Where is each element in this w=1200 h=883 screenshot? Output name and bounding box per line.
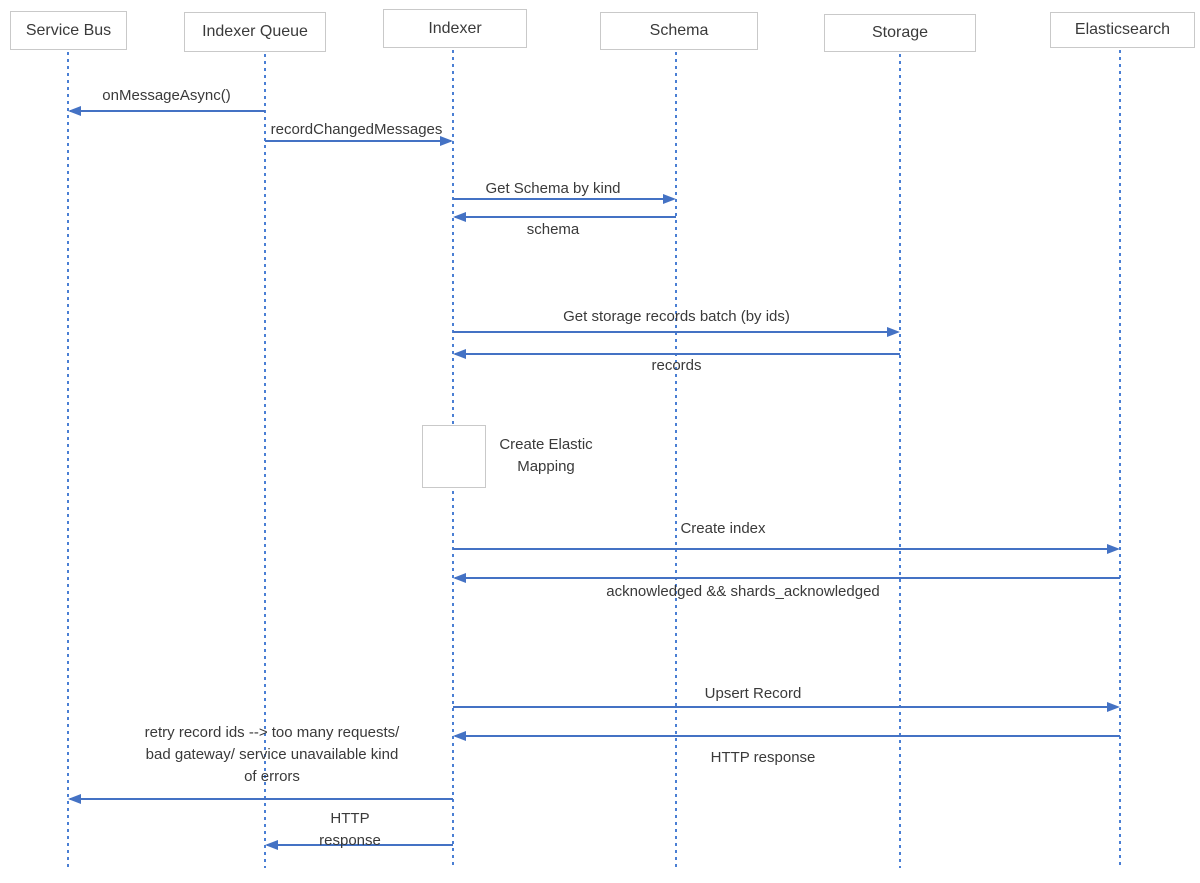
message-arrow (453, 706, 1107, 708)
message-arrow (453, 548, 1107, 550)
message-arrow (453, 198, 663, 200)
arrowhead-right-icon (440, 136, 453, 146)
message-arrow (453, 331, 887, 333)
lifeline-storage (899, 54, 901, 868)
message-label: Upsert Record (704, 685, 802, 702)
message-label: recordChangedMessages (270, 121, 443, 138)
message-arrow (70, 798, 453, 800)
arrowhead-left-icon (453, 349, 466, 359)
participant-elasticsearch: Elasticsearch (1050, 12, 1195, 48)
message-label: Get storage records batch (by ids) (563, 308, 790, 325)
arrowhead-left-icon (453, 731, 466, 741)
message-arrow (455, 735, 1120, 737)
activation-box (422, 425, 486, 488)
message-label: HTTP response (319, 810, 381, 849)
message-label: Create index (680, 520, 766, 537)
arrowhead-left-icon (453, 573, 466, 583)
arrowhead-left-icon (68, 794, 81, 804)
message-label: Create Elastic Mapping (499, 436, 593, 475)
lifeline-elasticsearch (1119, 50, 1121, 868)
message-arrow (70, 110, 265, 112)
lifeline-indexer-queue (264, 54, 266, 868)
arrowhead-left-icon (453, 212, 466, 222)
arrowhead-left-icon (68, 106, 81, 116)
participant-indexer: Indexer (383, 9, 527, 48)
arrowhead-right-icon (887, 327, 900, 337)
message-label: Get Schema by kind (485, 180, 621, 197)
message-label: schema (526, 221, 580, 238)
arrowhead-right-icon (1107, 544, 1120, 554)
participant-storage: Storage (824, 14, 976, 52)
message-arrow (455, 577, 1120, 579)
message-label: onMessageAsync() (102, 87, 231, 104)
message-label: HTTP response (710, 749, 816, 766)
lifeline-schema (675, 52, 677, 868)
participant-indexer-queue: Indexer Queue (184, 12, 326, 52)
message-arrow (455, 353, 900, 355)
participant-service-bus: Service Bus (10, 11, 127, 50)
message-arrow (265, 140, 451, 142)
message-label: acknowledged && shards_acknowledged (606, 583, 880, 600)
arrowhead-right-icon (1107, 702, 1120, 712)
message-arrow (267, 844, 453, 846)
lifeline-service-bus (67, 52, 69, 868)
arrowhead-left-icon (265, 840, 278, 850)
message-label: retry record ids --> too many requests/ … (144, 724, 400, 785)
arrowhead-right-icon (663, 194, 676, 204)
message-label: records (651, 357, 702, 374)
participant-schema: Schema (600, 12, 758, 50)
message-arrow (455, 216, 676, 218)
